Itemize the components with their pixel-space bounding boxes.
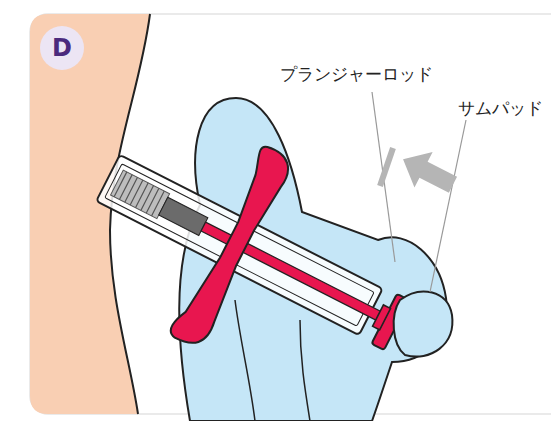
part-label: サムパッド: [458, 97, 543, 120]
finger-flange: [167, 144, 297, 351]
step-badge: D: [40, 26, 84, 70]
thumb: [394, 292, 453, 357]
glove-creases: [235, 300, 310, 421]
step-letter: D: [52, 34, 72, 62]
part-label: プランジャーロッド: [280, 63, 433, 86]
spring-coils: [114, 172, 164, 216]
leader-line: [372, 92, 395, 262]
syringe: [57, 88, 442, 421]
push-arrow: [394, 141, 462, 202]
stopper: [159, 197, 208, 235]
motion-mark: [380, 148, 393, 186]
leader-line: [430, 120, 466, 292]
thumb-pad-neck: [373, 305, 391, 330]
